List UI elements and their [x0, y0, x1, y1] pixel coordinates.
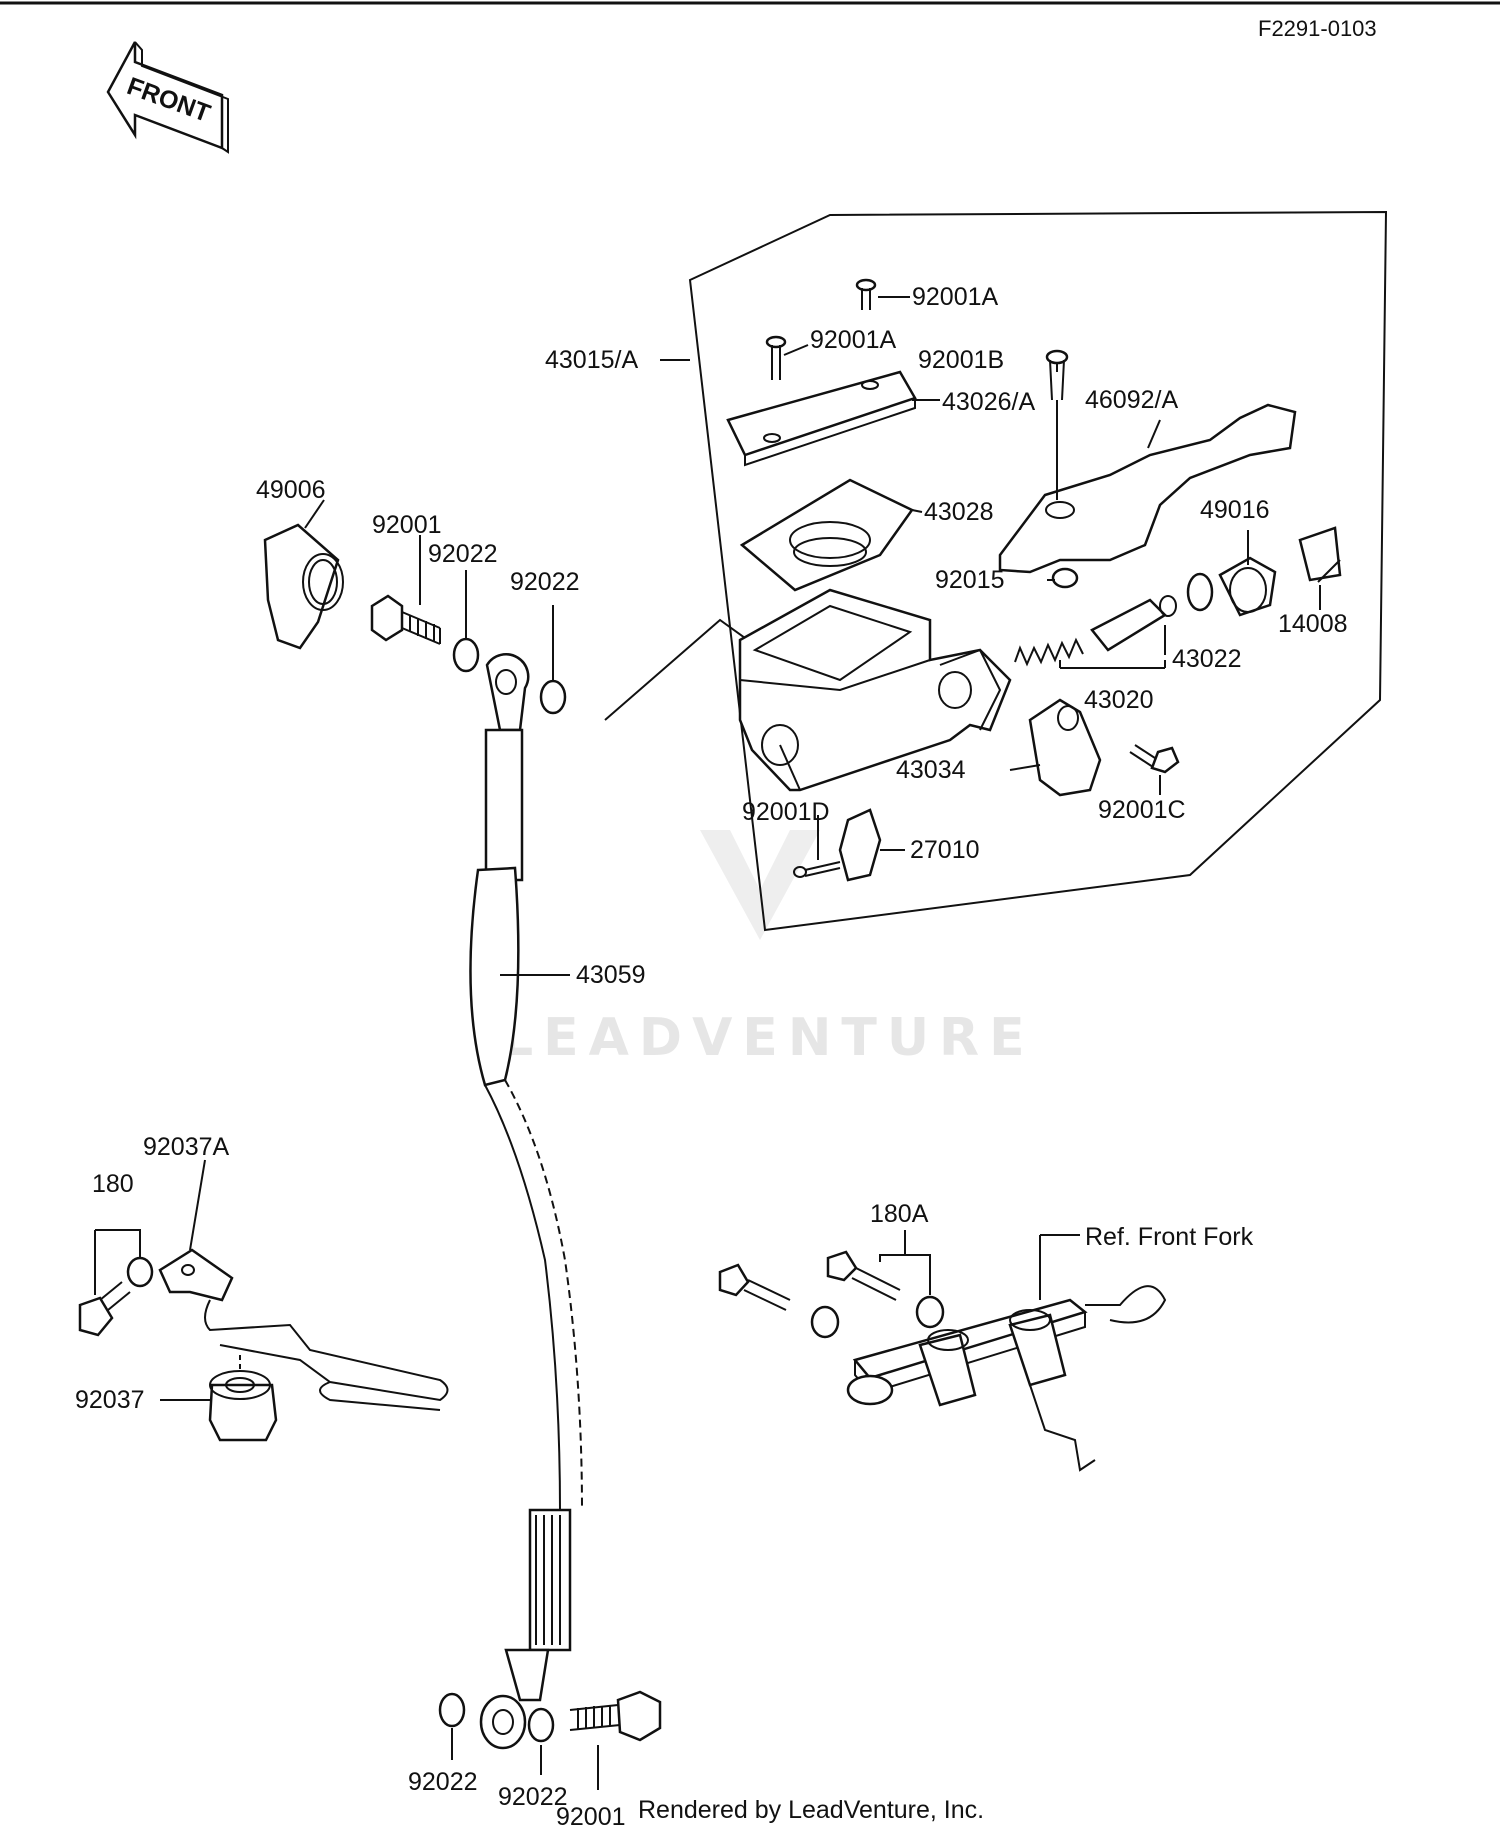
switch-27010: [793, 808, 882, 882]
nut-92015: [1051, 567, 1079, 589]
circlip-14008: [1298, 526, 1342, 583]
label-49016: 49016: [1200, 496, 1270, 524]
label-14008: 14008: [1278, 610, 1348, 638]
pivot-bolt-92001b: [1045, 349, 1069, 500]
label-43059: 43059: [576, 961, 646, 989]
assembly-leader: [604, 618, 746, 721]
label-92037a: 92037A: [143, 1133, 230, 1161]
fork-bracket: [846, 1285, 1167, 1472]
watermark-logo: LEADVENTURE: [500, 830, 1035, 1068]
label-92015: 92015: [935, 566, 1005, 594]
label-43022: 43022: [1172, 645, 1242, 673]
lever-46092a: [998, 403, 1297, 574]
label-27010: 27010: [910, 836, 980, 864]
label-43028: 43028: [924, 498, 994, 526]
washer-92022-a: [452, 637, 480, 673]
watermark-text: LEADVENTURE: [500, 1008, 1035, 1068]
banjo-bolt-92001-top: [370, 594, 441, 645]
reservoir-cover: [726, 370, 917, 467]
label-92001d: 92001D: [742, 798, 830, 826]
brake-hose-43059: [469, 653, 583, 1750]
washer-92022-d: [527, 1707, 555, 1743]
bracket-92037a: [158, 1248, 449, 1411]
label-92022-c: 92022: [408, 1768, 478, 1796]
master-cylinder-body: [738, 588, 1012, 792]
front-arrow-icon: FRONT: [106, 41, 229, 154]
label-92001a-left: 92001A: [810, 326, 897, 354]
screw-92001a-left: [765, 335, 787, 380]
label-92022-b: 92022: [510, 568, 580, 596]
label-92001b: 92001B: [918, 346, 1004, 374]
label-43020: 43020: [1084, 686, 1154, 714]
label-92037: 92037: [75, 1386, 145, 1414]
clamp-43034: [1028, 698, 1102, 797]
bolt-180a-right: [826, 1250, 901, 1301]
bolt-180: [78, 1281, 131, 1337]
label-43026a: 43026/A: [942, 388, 1035, 416]
label-180a: 180A: [870, 1200, 929, 1228]
piston-43022: [1090, 595, 1177, 652]
grommet-92037: [208, 1355, 278, 1442]
rendered-by-footer: Rendered by LeadVenture, Inc.: [638, 1796, 984, 1824]
washer-43022: [1186, 572, 1214, 612]
assembly-outline: [688, 210, 1388, 932]
washer-92022-c: [438, 1692, 466, 1728]
bolt-180a-left: [718, 1263, 791, 1311]
label-92022-a: 92022: [428, 540, 498, 568]
label-92001c: 92001C: [1098, 796, 1186, 824]
diaphragm-43028: [739, 478, 914, 592]
label-92001a-top: 92001A: [912, 283, 999, 311]
cap-49006: [263, 523, 344, 650]
washer-180: [126, 1256, 154, 1288]
washer-92022-b: [539, 679, 567, 715]
label-ref-front-fork: Ref. Front Fork: [1085, 1223, 1254, 1251]
bolt-92001c: [1129, 744, 1180, 774]
figure-code: F2291-0103: [1258, 16, 1377, 41]
banjo-bolt-92001-bottom: [569, 1690, 662, 1742]
label-49006: 49006: [256, 476, 326, 504]
washer-180a-right: [915, 1295, 945, 1329]
label-43034: 43034: [896, 756, 966, 784]
label-180: 180: [92, 1170, 134, 1198]
label-92001-bottom: 92001: [556, 1803, 626, 1831]
boot-49016: [1218, 556, 1277, 617]
leader-lines: [94, 296, 1321, 1790]
label-43015a: 43015/A: [545, 346, 638, 374]
washer-180a-left: [810, 1305, 840, 1339]
screw-92001a-top: [855, 278, 877, 310]
label-46092a: 46092/A: [1085, 386, 1178, 414]
spring-43020: [1014, 637, 1084, 667]
label-92022-d: 92022: [498, 1783, 568, 1811]
label-92001-top: 92001: [372, 511, 442, 539]
